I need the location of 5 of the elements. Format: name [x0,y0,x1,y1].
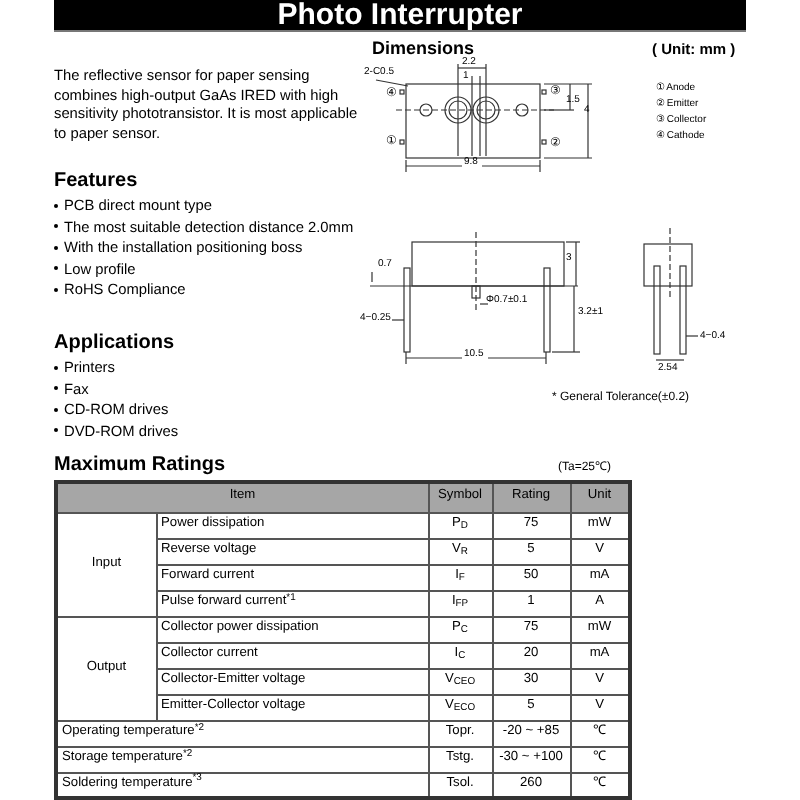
section-heading: Features [54,172,138,192]
section-heading: Applications [54,334,175,354]
section-heading: Maximum Ratings [54,456,226,476]
title-bar: Photo Interrupter [54,0,746,30]
section-heading: Dimensions [372,40,475,58]
